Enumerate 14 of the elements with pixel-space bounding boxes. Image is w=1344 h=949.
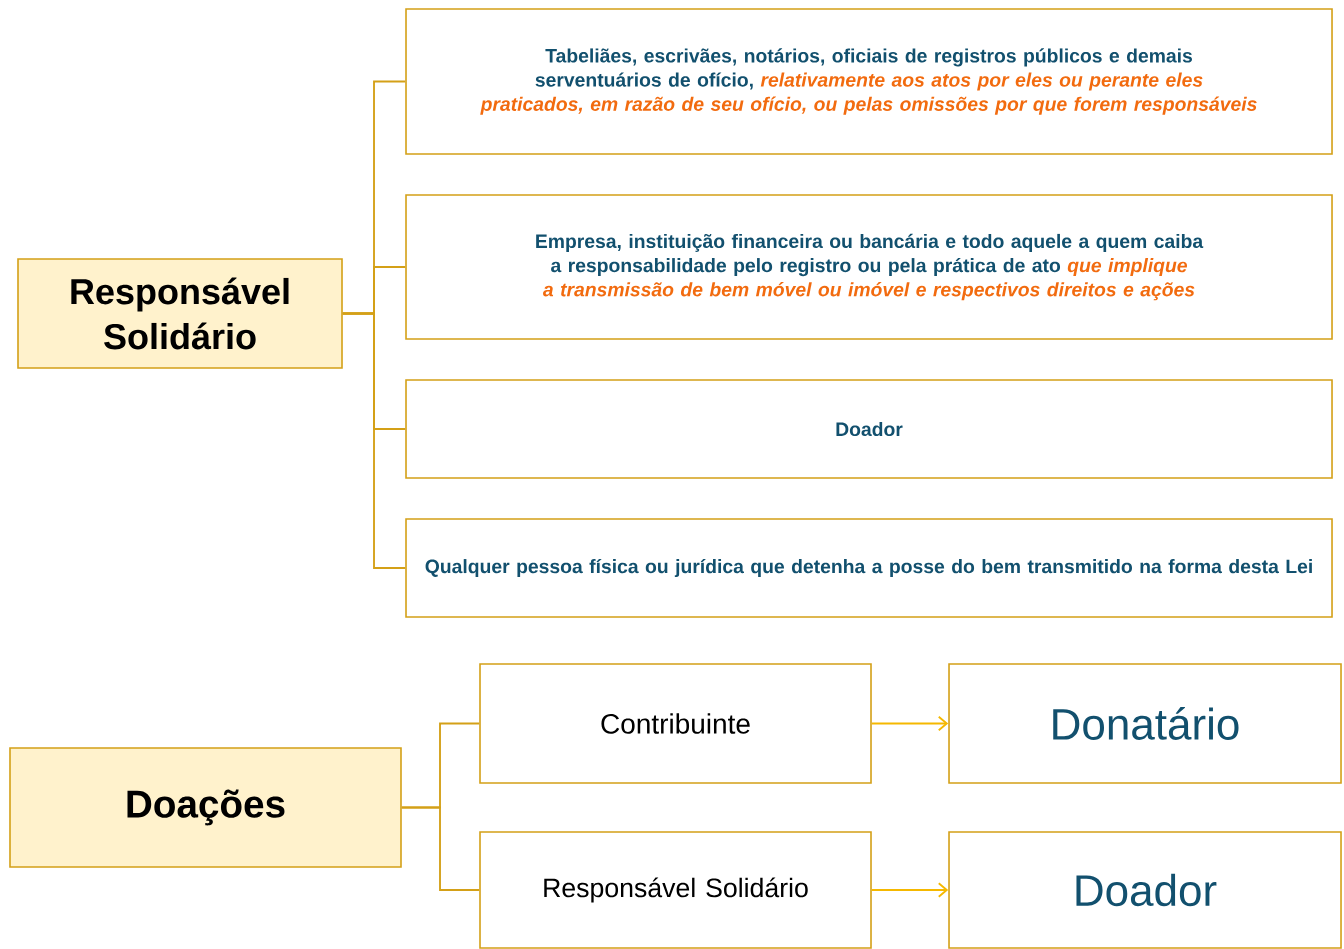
description-box: Tabeliães, escrivães, notários, oficiais de registros públicos e demais serventuários de ofício, relativamente aos atos por eles ou perante eles praticados, em razão de seu ofício, ou pelas omissões por que forem responsáveis	[405, 8, 1333, 155]
connector-line	[870, 882, 949, 898]
description-box: Empresa, instituição financeira ou bancária e todo aquele a quem caiba a responsabilidade pelo registro ou pela prática de ato que implique a transmissão de bem móvel ou imóvel e respectivos direitos e ações	[405, 194, 1333, 340]
connector-line	[341, 312, 407, 569]
category-box: Doações	[9, 747, 402, 868]
role-box: Donatário	[948, 663, 1342, 784]
role-box: Contribuinte	[479, 663, 872, 784]
description-box: Qualquer pessoa física ou jurídica que detenha a posse do bem transmitido na forma desta Lei	[405, 518, 1333, 618]
role-box: Doador	[948, 831, 1342, 949]
connector-line	[400, 806, 481, 891]
connector-line	[870, 715, 949, 732]
description-box: Doador	[405, 379, 1333, 479]
category-box: Responsável Solidário	[17, 258, 343, 369]
role-box: Responsável Solidário	[479, 831, 872, 949]
